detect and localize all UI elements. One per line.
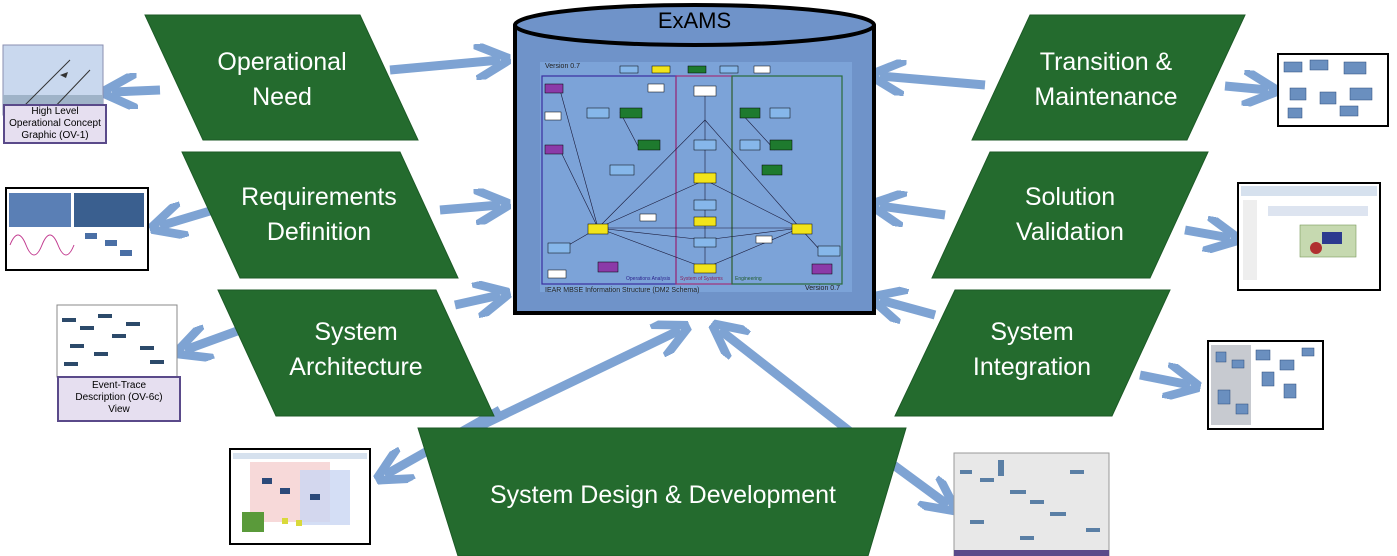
thumbnail-ov1 xyxy=(2,44,104,116)
shape-system-integration xyxy=(894,289,1171,417)
exams-database xyxy=(513,3,876,315)
schema-panel-label-engineering: Engineering xyxy=(735,276,762,282)
shape-operational-need xyxy=(144,14,419,141)
arrow-reqdef-to-exams xyxy=(439,205,500,210)
arrow-validation-to-slide xyxy=(1184,230,1230,238)
schema-version-top: Version 0.7 xyxy=(545,63,581,70)
schema-panel-label-operations: Operations Analysis xyxy=(626,276,671,282)
shape-transition-maintenance xyxy=(971,14,1246,141)
database-top xyxy=(513,3,876,47)
thumbnail-requirements-screenshot xyxy=(5,187,149,271)
shape-system-design-development xyxy=(417,427,907,556)
schema-version-bottom: Version 0.7 xyxy=(805,285,841,292)
exams-title: ExAMS xyxy=(657,8,732,33)
thumbnail-integration-diagram xyxy=(1207,340,1324,430)
thumbnail-sysdesign-screenshot xyxy=(229,448,371,545)
schema-links xyxy=(559,89,821,269)
schema-caption: IEAR MBSE Information Structure (DM2 Sch… xyxy=(545,287,700,294)
arrow-integration-to-exams xyxy=(880,300,937,315)
arrow-opneed-to-ov1 xyxy=(112,90,161,92)
arrow-opneed-to-exams xyxy=(389,60,500,70)
shape-solution-validation xyxy=(931,151,1209,279)
schema-panel-engineering xyxy=(731,75,843,285)
label-transition-maintenance: Transition &Maintenance xyxy=(1034,48,1178,111)
process-shapes xyxy=(144,14,1246,556)
thumbnail-ov6c xyxy=(56,304,178,378)
schema-panel-label-systems: System of Systems xyxy=(680,276,723,282)
arrow-integration-to-diagram xyxy=(1139,375,1190,385)
thumbnail-validation-slide xyxy=(1237,182,1381,291)
label-system-design-development: System Design & Development xyxy=(490,481,836,509)
thumbnail-transition-diagram xyxy=(1277,53,1389,127)
thumbnail-sysdesign-diagram xyxy=(953,452,1110,556)
arrow-sysarch-to-exams xyxy=(454,295,500,305)
arrow-validation-to-exams xyxy=(880,206,946,215)
arrow-transition-to-exams xyxy=(880,76,986,85)
shape-requirements-definition xyxy=(181,151,459,279)
arrow-sysarch-to-ov6c xyxy=(185,330,242,350)
shape-system-architecture xyxy=(217,289,495,417)
arrow-transition-to-diagram xyxy=(1224,86,1268,90)
schema-nodes xyxy=(544,65,841,279)
